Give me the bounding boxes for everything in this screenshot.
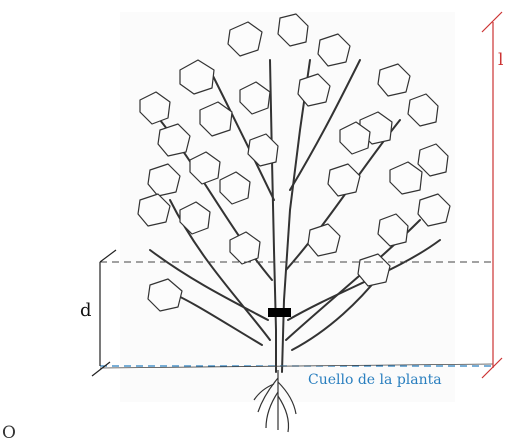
depth-bottom-tick <box>92 362 110 376</box>
corner-label: O <box>2 425 16 442</box>
height-top-tick <box>482 12 502 32</box>
measurement-marker <box>268 308 291 317</box>
height-bottom-tick <box>482 358 502 378</box>
depth-label: d <box>80 302 92 320</box>
root-collar-label: Cuello de la planta <box>308 373 442 387</box>
depth-top-tick <box>100 250 116 262</box>
height-label: l <box>498 52 503 69</box>
